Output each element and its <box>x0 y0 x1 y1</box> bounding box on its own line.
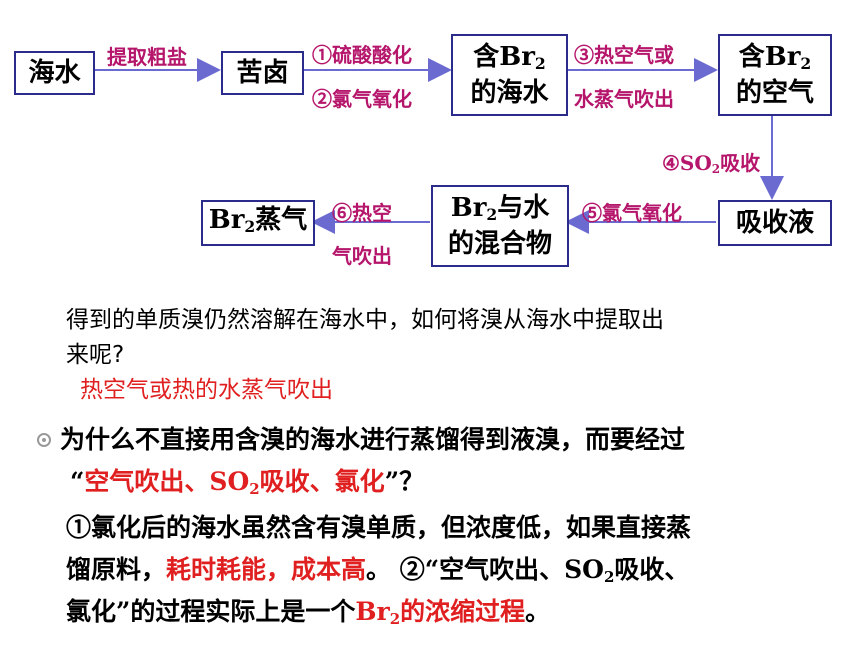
node-vapor-line: Br2蒸气 <box>209 205 308 242</box>
label-step4-text: ④SO <box>662 151 712 175</box>
label-step6a: ⑥热空 <box>332 201 392 225</box>
answer-line3: 氯化”的过程实际上是一个Br2的浓缩过程。 <box>66 592 550 628</box>
label-step2: ②氯气氧化 <box>312 87 412 111</box>
label-step4: ④SO2吸收 <box>662 147 760 176</box>
bullet-q-open: “ <box>70 467 85 496</box>
answer-line1: ①氯化后的海水虽然含有溴单质，但浓度低，如果直接蒸 <box>66 513 692 542</box>
node-mix-sub: 2 <box>486 204 498 224</box>
node-br2-air-line1: 含Br2 <box>739 42 812 79</box>
node-br2-air-text: 含Br <box>738 41 801 72</box>
bullet-q-red-a: 空气吹出、SO <box>84 467 250 496</box>
node-br2-seawater-line1: 含Br2 <box>473 42 546 79</box>
node-vapor-sub: 2 <box>244 216 256 236</box>
label-step1: ①硫酸酸化 <box>312 43 412 67</box>
node-br2-seawater-line2: 的海水 <box>470 78 549 109</box>
node-br2-air-line2: 的空气 <box>735 78 814 109</box>
answer-line2-a: 馏原料， <box>66 555 167 584</box>
node-mix-text: Br <box>450 192 487 223</box>
node-mix-text2: 与水 <box>497 192 550 223</box>
node-seawater-label: 海水 <box>28 58 81 88</box>
label-step5: ⑤氯气氧化 <box>582 201 682 225</box>
node-mix-line2: 的混合物 <box>447 229 552 260</box>
node-br2-air: 含Br2 的空气 <box>718 34 832 116</box>
answer-line2-b: 。 ②“空气吹出、SO <box>366 555 604 584</box>
node-absorb-label: 吸收液 <box>735 208 814 238</box>
node-br2-seawater: 含Br2 的海水 <box>451 34 568 116</box>
question-answer: 热空气或热的水蒸气吹出 <box>80 377 333 403</box>
answer-line3-end: 。 <box>525 597 551 626</box>
answer-line3-red-a: Br <box>355 597 390 626</box>
label-step3b: 水蒸气吹出 <box>574 87 674 111</box>
bullet-q-close: ”？ <box>384 467 425 496</box>
label-extract-salt: 提取粗盐 <box>107 45 187 69</box>
node-br2-seawater-sub: 2 <box>534 53 546 73</box>
answer-line3-a: 氯化”的过程实际上是一个 <box>66 597 356 626</box>
node-br2-vapor: Br2蒸气 <box>201 200 315 246</box>
label-step6b: 气吹出 <box>332 244 392 268</box>
node-seawater: 海水 <box>14 51 95 95</box>
node-bittern-label: 苦卤 <box>236 58 289 88</box>
node-bittern: 苦卤 <box>221 51 304 95</box>
node-mix-line1: Br2与水 <box>451 193 550 230</box>
bullet-question-line2: “空气吹出、SO2吸收、氯化”？ <box>70 462 424 498</box>
node-br2-water-mix: Br2与水 的混合物 <box>431 185 569 267</box>
bullet-icon <box>37 433 51 447</box>
question-line1: 得到的单质溴仍然溶解在海水中，如何将溴从海水中提取出 <box>66 307 664 333</box>
answer-line2-sub: 2 <box>603 567 615 586</box>
answer-line2: 馏原料，耗时耗能，成本高。 ②“空气吹出、SO2吸收、 <box>66 550 689 586</box>
node-vapor-text2: 蒸气 <box>255 204 308 235</box>
question-line2: 来呢? <box>66 342 125 368</box>
label-step4-text2: 吸收 <box>720 151 761 175</box>
node-vapor-text: Br <box>208 204 245 235</box>
label-step4-sub: 2 <box>711 162 721 176</box>
node-br2-air-sub: 2 <box>800 53 812 73</box>
answer-line3-red-sub: 2 <box>389 609 401 628</box>
answer-line2-c: 吸收、 <box>614 555 690 584</box>
node-absorb-liquid: 吸收液 <box>718 200 832 246</box>
answer-line3-red-b: 的浓缩过程 <box>400 597 526 626</box>
bullet-question-line1: 为什么不直接用含溴的海水进行蒸馏得到液溴，而要经过 <box>60 425 686 454</box>
node-br2-seawater-text: 含Br <box>473 41 535 72</box>
bullet-q-red-b: 吸收、氯化 <box>259 467 385 496</box>
answer-line2-red: 耗时耗能，成本高 <box>166 555 367 584</box>
bullet-q-red-sub: 2 <box>249 479 260 498</box>
label-step3a: ③热空气或 <box>574 43 674 67</box>
